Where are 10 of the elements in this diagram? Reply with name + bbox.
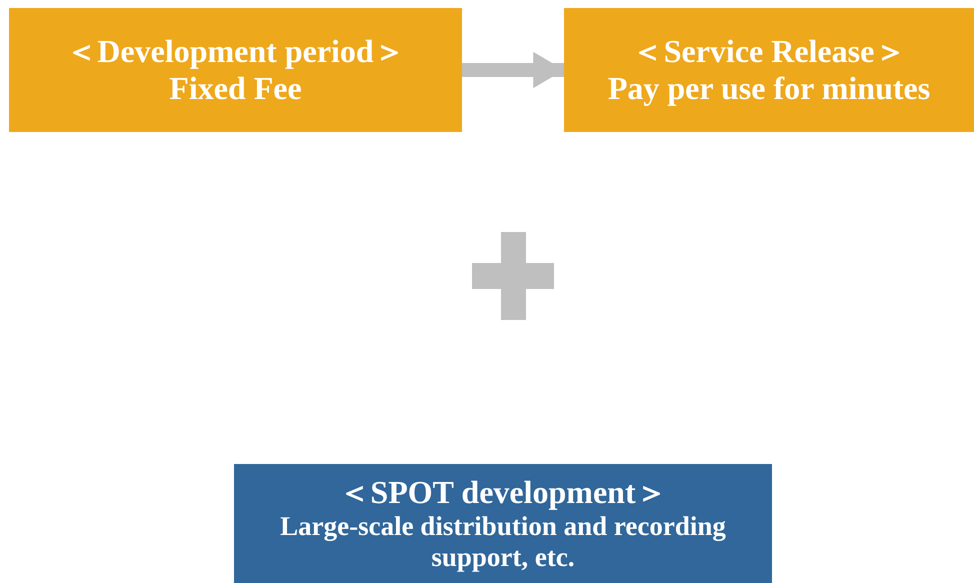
box-heading: ＜Service Release＞ [632, 33, 906, 70]
box-heading: ＜SPOT development＞ [338, 474, 668, 511]
box-text: Pay per use for minutes [608, 70, 930, 107]
period-box [564, 8, 974, 132]
box-heading: ＜Development period＞ [65, 33, 406, 70]
box-text: Fixed Fee [169, 70, 302, 107]
period-box [9, 8, 462, 132]
service-box [234, 464, 772, 583]
box-text: Large-scale distribution and recording support, etc. [279, 510, 727, 573]
arrow [462, 52, 564, 88]
